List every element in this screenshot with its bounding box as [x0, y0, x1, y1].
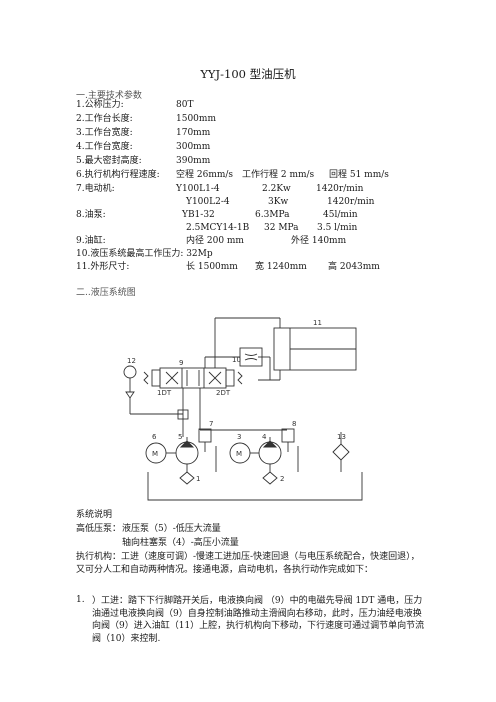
- size-label: 11.外形尺寸:: [76, 262, 130, 272]
- label-8: 8: [292, 420, 296, 428]
- size-length: 长 1500mm: [186, 262, 238, 272]
- label-12: 12: [127, 357, 136, 365]
- page-title: YYJ-100 型油压机: [200, 67, 296, 81]
- label-3: 3: [237, 433, 241, 441]
- motor-model-2: Y100L2-4: [186, 197, 230, 207]
- motor-3-symbol: M: [236, 450, 242, 458]
- relief-valve-7: [198, 428, 212, 443]
- cylinder-inner: 内径 200 mm: [186, 236, 244, 246]
- label-7: 7: [209, 420, 213, 428]
- pump-label: 8.油泵:: [76, 210, 106, 220]
- desc-item-number: 1.: [76, 595, 85, 605]
- spec-value: 1500mm: [176, 114, 216, 124]
- label-10: 10: [232, 356, 241, 364]
- relief-valve-8: [281, 428, 295, 443]
- pump-pressure-1: 6.3MPa: [255, 210, 290, 220]
- label-11: 11: [313, 319, 322, 327]
- speed-empty: 空程 26mm/s: [176, 170, 234, 180]
- size-width: 宽 1240mm: [255, 262, 307, 272]
- spec-value: 170mm: [176, 128, 211, 138]
- spec-value: 300mm: [176, 142, 211, 152]
- label-2: 2: [280, 475, 284, 483]
- motor-power-2: 3Kw: [268, 197, 289, 207]
- speed-return: 回程 51 mm/s: [329, 170, 389, 180]
- spec-value: 390mm: [176, 156, 211, 166]
- label-9: 9: [179, 359, 183, 367]
- label-5: 5: [178, 433, 182, 441]
- desc-hp-line1: 液压泵（5）-低压大流量: [122, 524, 221, 534]
- spec-label: 2.工作台长度:: [76, 114, 133, 124]
- size-height: 高 2043mm: [328, 262, 380, 272]
- cylinder-label: 9.油缸:: [76, 236, 106, 246]
- speed-label: 6.执行机构行程速度:: [76, 170, 160, 180]
- pressure-gauge-12: [123, 365, 137, 379]
- motor-label: 7.电动机:: [76, 184, 115, 194]
- pump-model-2: 2.5MCY14-1B: [186, 223, 250, 233]
- section-heading-diagram: 二..液压系统图: [76, 288, 136, 298]
- oil-tank: [147, 472, 363, 501]
- desc-item-text: ）工进：踏下下行脚踏开关后，电液换向阀 （9）中的电磁先导阀 1DT 通电，压力…: [92, 596, 425, 644]
- motor-model-1: Y100L1-4: [176, 184, 220, 194]
- max-pressure: 10.液压系统最高工作压力: 32Mp: [76, 249, 213, 259]
- section-heading-specs: 一.主要技术参数: [76, 91, 142, 101]
- filter-1: [179, 471, 195, 485]
- motor-speed-2: 1420r/min: [327, 197, 375, 207]
- spec-label: 5.最大密封高度:: [76, 156, 142, 166]
- pump-flow-1: 45l/min: [323, 210, 358, 220]
- speed-work: 工作行程 2 mm/s: [242, 170, 315, 180]
- spec-value: 80T: [176, 100, 194, 110]
- pump-flow-2: 3.5 l/min: [317, 223, 358, 233]
- label-2dt: 2DT: [216, 389, 231, 397]
- desc-hp-label: 高低压泵：: [76, 524, 122, 534]
- motor-power-1: 2.2Kw: [262, 184, 291, 194]
- label-4: 4: [262, 433, 267, 441]
- spec-label: 4.工作台宽度:: [76, 142, 133, 152]
- label-13: 13: [337, 433, 346, 441]
- cylinder-outer: 外径 140mm: [291, 236, 347, 246]
- directional-valve-9: [159, 367, 227, 389]
- pump-model-1: YB1-32: [182, 210, 215, 220]
- motor-speed-1: 1420r/min: [316, 184, 364, 194]
- desc-hp-line2: 轴向柱塞泵（4）-高压小流量: [122, 538, 239, 548]
- filter-2: [262, 471, 278, 485]
- motor-6-symbol: M: [152, 450, 158, 458]
- desc-paragraph: 执行机构：工进（速度可调）-慢速工进加压-快速回退（与电压系统配合，快速回退），…: [76, 552, 420, 575]
- desc-title: 系统说明: [76, 510, 113, 520]
- spec-label: 3.工作台宽度:: [76, 128, 133, 138]
- label-6: 6: [152, 433, 157, 441]
- cooler-13: [332, 443, 350, 461]
- label-1dt: 1DT: [157, 389, 172, 397]
- spec-label: 1.公称压力:: [76, 100, 124, 110]
- pump-pressure-2: 32 MPa: [264, 223, 299, 233]
- label-1: 1: [196, 475, 200, 483]
